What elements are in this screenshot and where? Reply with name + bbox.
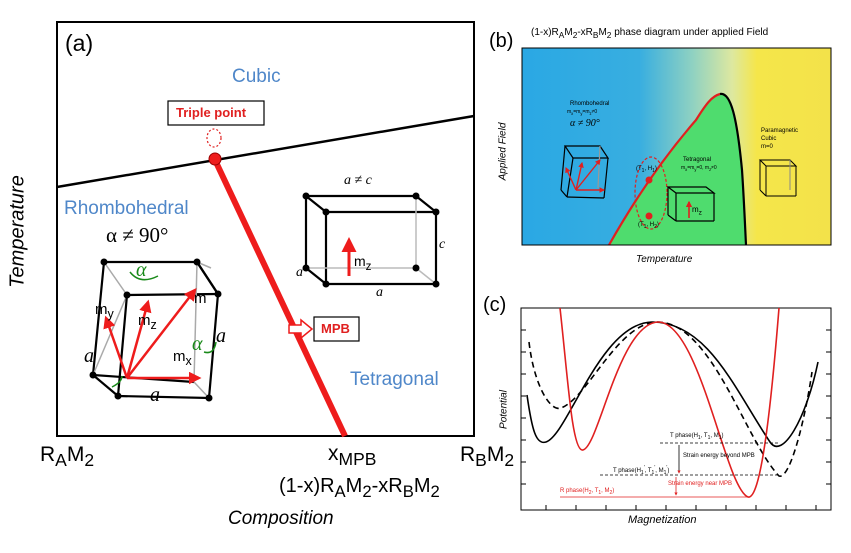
tetragonal-region <box>609 93 746 246</box>
panel-a-label: (a) <box>65 30 94 56</box>
rhombo-edge-a-left: a <box>84 345 94 367</box>
panel-b-y-axis-label: Applied Field <box>497 122 509 181</box>
rhombo-mz-label: mz <box>138 312 157 332</box>
panel-a-frame <box>56 21 475 437</box>
phase-label-tetragonal: Tetragonal <box>350 369 439 390</box>
panel-b-rhombo-arrows <box>565 159 606 193</box>
label-t-phase-1: T phase(H1, T1, M1) <box>670 433 724 442</box>
x-axis-label-composition: Composition <box>228 508 334 529</box>
panel-c-y-ticks <box>521 329 831 485</box>
tetragonal-black-boundary <box>719 92 748 246</box>
panel-b-point2-label: (T1, H2) <box>638 222 659 231</box>
panel-b-title: (1-x)RAM2-xRBM2 phase diagram under appl… <box>531 27 769 40</box>
label-strain-near: Strain energy near MPB <box>668 481 733 487</box>
panel-c-label: (c) <box>483 294 507 316</box>
triple-point-label: Triple point <box>176 105 247 120</box>
mpb-box <box>313 316 360 342</box>
panel-b-x-axis-label: Temperature <box>636 254 693 265</box>
x-formula-label: (1-x)RAM2-xRBM2 <box>279 475 440 501</box>
tetragonal-red-boundary <box>608 92 721 246</box>
label-strain-beyond: Strain energy beyond MPB <box>683 453 755 459</box>
potential-curve-black-dashed <box>528 321 813 477</box>
panel-c-y-axis-label: Potential <box>498 390 510 429</box>
triple-point-ghost <box>206 128 222 148</box>
panel-b-para-sub2: m=0 <box>761 144 773 150</box>
panel-b-tetra-title: Tetragonal <box>683 157 712 163</box>
mpb-label: MPB <box>321 321 350 336</box>
tetra-a-ne-c-label: a ≠ c <box>344 173 372 188</box>
point-t1-h2 <box>645 212 653 220</box>
point-t1-h1 <box>645 176 653 184</box>
triple-point-marker <box>208 152 222 166</box>
phase-label-rhombohedral: Rhombohedral <box>64 198 189 219</box>
panel-c-x-ticks <box>545 505 817 510</box>
rhombo-alpha-green-1: α <box>136 259 147 281</box>
panel-b-cubic-cell <box>758 159 798 197</box>
phase-label-cubic: Cubic <box>232 66 281 87</box>
panel-c-reference-lines <box>560 442 779 498</box>
potential-curve-red <box>559 307 780 498</box>
field-points-dashed-ellipse <box>634 156 668 230</box>
panel-b <box>521 47 832 246</box>
tetra-edge-a-left: a <box>296 265 303 280</box>
rhombo-alpha-arc-1 <box>129 271 159 281</box>
panel-b-mz-label: mz <box>692 205 702 217</box>
panel-b-rhombo-sub: mx=my=mz≠0 <box>567 109 598 116</box>
panel-a <box>56 21 475 438</box>
panel-b-para-title: Paramagnetic <box>761 128 799 134</box>
rhombo-edge-a-bottom: a <box>150 384 160 406</box>
cubic-boundary-line <box>56 114 475 189</box>
alpha-condition-label: α ≠ 90° <box>106 223 169 247</box>
rhombo-edge-a-right: a <box>216 325 226 347</box>
rhombo-mx-label: mx <box>173 348 192 368</box>
panel-b-point1-label: (T1, H1) <box>636 166 657 175</box>
x-right-label: RBM2 <box>460 443 515 471</box>
tetra-edge-a-bottom: a <box>376 285 383 300</box>
mpb-boundary-line <box>212 158 348 438</box>
rhombo-my-label: my <box>95 301 114 321</box>
panel-b-tetra-sub: mx=my=0, mz≠0 <box>681 165 717 172</box>
panel-b-frame <box>521 47 832 246</box>
tetra-mz-label: mz <box>354 253 372 273</box>
tetra-edge-c: c <box>439 237 446 252</box>
label-t-phase-2: T phase(H1', T1', M1') <box>613 465 670 477</box>
y-axis-label-temperature: Temperature <box>6 175 29 288</box>
panel-b-para-sub1: Cubic <box>761 136 777 142</box>
rhombo-alpha-arc-3 <box>111 375 123 388</box>
panel-b-rhombo-alpha: α ≠ 90° <box>570 118 600 129</box>
rhombo-alpha-green-2: α <box>192 333 203 355</box>
rhombo-m-label: m <box>194 290 207 307</box>
panel-c <box>520 307 832 511</box>
label-r-phase: R phase(H2, T1, M2) <box>560 488 615 497</box>
mpb-pointer-arrow <box>288 318 314 340</box>
tetragonal-cell-vertices <box>302 192 440 288</box>
x-mpb-label: xMPB <box>328 442 377 470</box>
rhombo-alpha-arc-2 <box>203 341 217 354</box>
x-left-label: RAM2 <box>40 443 95 471</box>
rhombohedral-cell-vertices <box>89 258 222 402</box>
panel-b-label: (b) <box>489 30 514 52</box>
panel-b-rhombo-title: Rhombohedral <box>570 101 610 107</box>
panel-c-x-axis-label: Magnetization <box>628 514 697 526</box>
rhombohedral-arrows <box>103 288 202 385</box>
panel-b-tetra-cell <box>666 186 716 222</box>
triple-point-box <box>167 100 265 126</box>
